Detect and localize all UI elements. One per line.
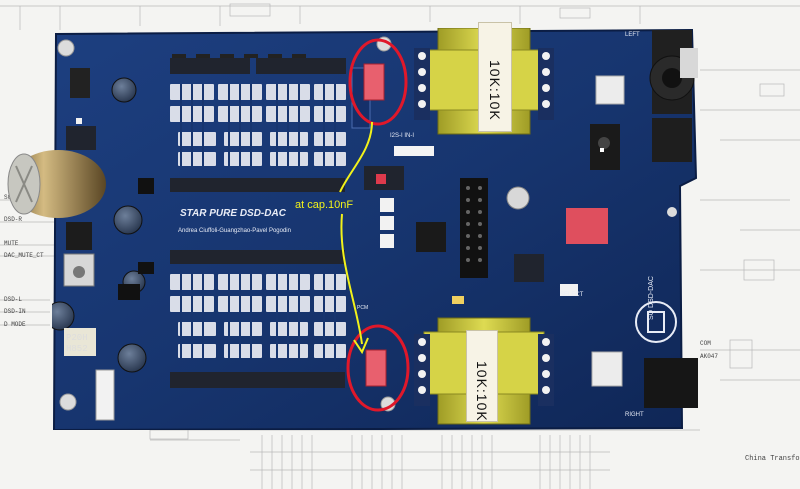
select-label: SELECT — [560, 292, 584, 298]
pcm-label: PCM — [357, 305, 369, 311]
yellow-arrow-head — [353, 337, 369, 355]
transformer-bottom-label: 10K:10K — [466, 330, 498, 422]
schem-label-ak047: AK047 — [700, 353, 719, 360]
i2s-header-label: I2S-I IN-I — [390, 133, 415, 139]
yellow-line-bottom — [340, 213, 363, 345]
right-channel-label: RIGHT — [625, 412, 644, 418]
schem-label-dsdr: DSD-R — [4, 216, 23, 223]
board-title: STAR PURE DSD-DAC — [180, 208, 286, 219]
red-circle-bottom — [346, 324, 410, 412]
left-channel-label: LEFT — [625, 32, 640, 38]
schem-label-dsdin: DSD-IN — [4, 308, 26, 315]
schem-label-mute: MUTE — [4, 240, 19, 247]
transformer-top-label: 10K:10K — [478, 22, 512, 132]
schem-label-dac-mute: DAC_MUTE_CT — [4, 252, 44, 259]
red-circle-top — [348, 38, 408, 126]
schem-label-com: COM — [700, 340, 711, 347]
yellow-line-top — [339, 121, 373, 193]
schem-label-transformer: China Transformer — [745, 455, 800, 463]
annotation-text: at cap.10nF — [295, 199, 354, 211]
pcb-board — [52, 28, 698, 430]
board-credits: Andrea Ciuffoli-Guangzhao-Pavel Pogodin — [178, 228, 291, 234]
cap-marking-1: P20H — [66, 333, 88, 343]
schem-label-dsdl: DSD-L — [4, 296, 23, 303]
large-gold-capacitor — [7, 150, 106, 218]
cap-marking-2: H852 — [66, 344, 88, 354]
schem-label-dmode: D MODE — [4, 321, 26, 328]
